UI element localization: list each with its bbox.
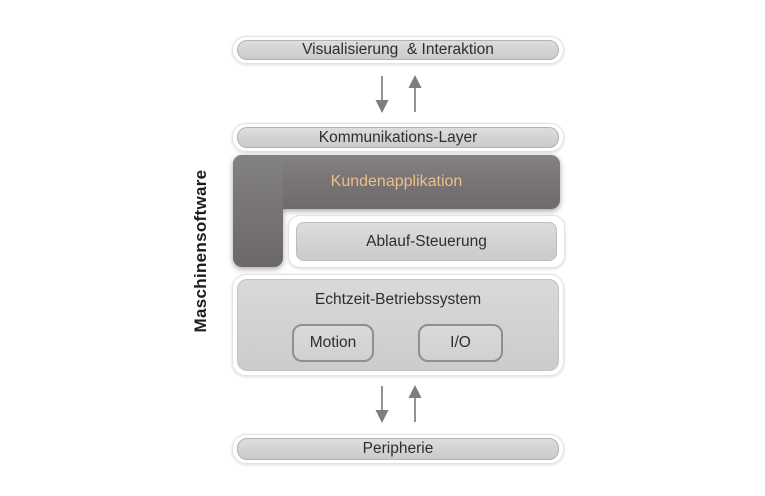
motion-label: Motion <box>309 334 357 351</box>
down-arrow-icon <box>375 76 389 113</box>
echtzeit-betriebssystem-surface <box>237 279 559 371</box>
down-arrow-icon <box>375 386 389 423</box>
echtzeit-betriebssystem-box <box>232 274 564 376</box>
echtzeit-betriebssystem-label: Echtzeit-Betriebssystem <box>314 291 482 308</box>
ablauf-steuerung-label: Ablauf-Steuerung <box>296 222 557 261</box>
maschinensoftware-label: Maschinensoftware <box>191 169 210 333</box>
up-arrow-icon <box>408 385 422 422</box>
kundenapplikation-bar <box>233 155 560 209</box>
visualisierung-interaktion-box: Visualisierung & Interaktion <box>232 36 564 64</box>
peripherie-box: Peripherie <box>232 434 564 464</box>
motion-box: Motion <box>292 324 374 362</box>
kundenapplikation-column <box>233 155 283 267</box>
ablauf-steuerung-box: Ablauf-Steuerung <box>288 215 565 268</box>
flow-arrows-top <box>375 75 422 113</box>
peripherie-label: Peripherie <box>237 438 559 460</box>
kommunikations-layer-box: Kommunikations-Layer <box>232 123 564 152</box>
flow-arrows-bottom <box>375 385 422 423</box>
io-box: I/O <box>418 324 503 362</box>
io-label: I/O <box>450 334 471 351</box>
kundenapplikation-label: Kundenapplikation <box>330 173 463 190</box>
visualisierung-interaktion-label: Visualisierung & Interaktion <box>237 40 559 60</box>
up-arrow-icon <box>408 75 422 112</box>
kommunikations-layer-label: Kommunikations-Layer <box>237 127 559 148</box>
